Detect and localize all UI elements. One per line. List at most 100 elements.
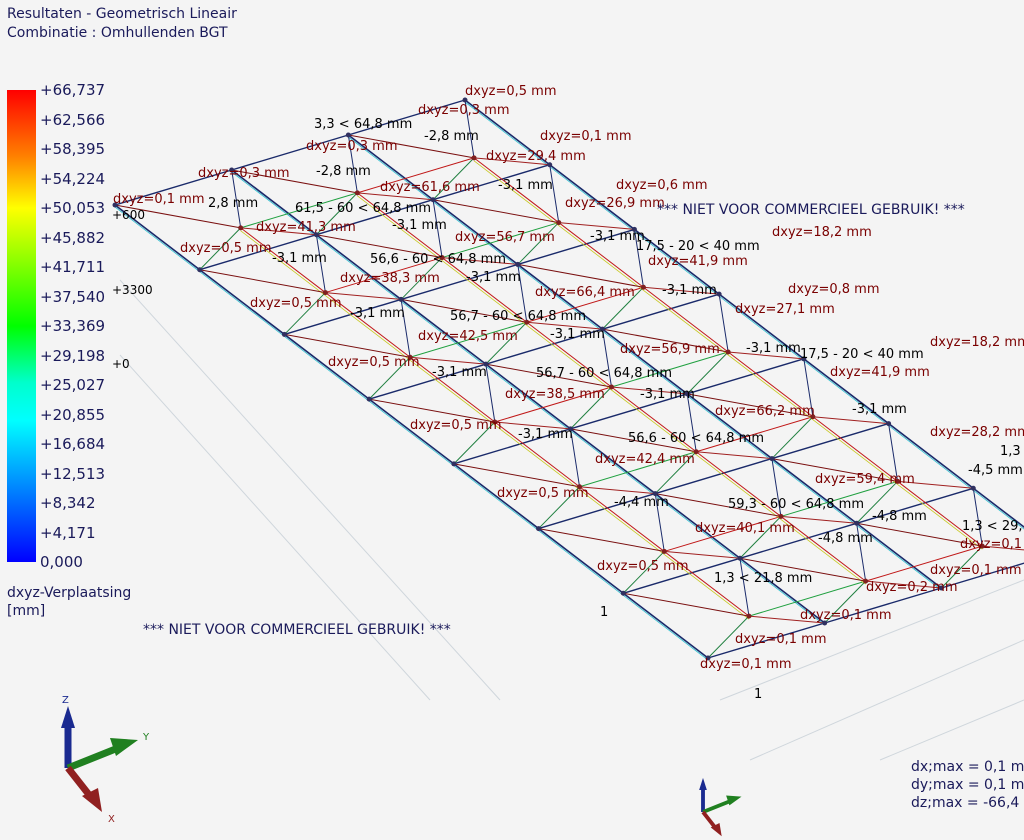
diagonal-member[interactable] [369,398,495,423]
bottom-chord-member[interactable] [973,489,1024,555]
bottom-chord-member[interactable] [771,457,858,524]
node[interactable] [568,426,574,432]
top-chord-member[interactable] [240,227,326,293]
node[interactable] [547,162,553,168]
diagonal-member[interactable] [432,199,559,224]
diagonal-member[interactable] [570,428,581,487]
diagonal-member[interactable] [538,528,665,552]
node[interactable] [609,384,614,390]
node[interactable] [462,97,468,103]
node[interactable] [599,326,605,332]
node[interactable] [970,485,976,491]
diagonal-member[interactable] [316,192,358,236]
diagonal-member[interactable] [442,257,518,265]
bottom-chord-member[interactable] [570,428,656,495]
bottom-chord-member[interactable] [368,400,455,467]
diagonal-member[interactable] [464,99,475,158]
bottom-chord-member[interactable] [368,363,487,400]
bottom-chord-member[interactable] [686,395,773,461]
diagonal-member[interactable] [856,523,867,582]
diagonal-member[interactable] [199,227,242,271]
bottom-chord-member[interactable] [347,134,434,201]
diagonal-member[interactable] [517,264,528,323]
node[interactable] [354,190,360,196]
node[interactable] [938,585,944,591]
node[interactable] [430,197,436,203]
top-chord-member[interactable] [494,386,612,423]
diagonal-member[interactable] [549,164,560,223]
top-chord-member[interactable] [897,481,983,547]
diagonal-member[interactable] [897,480,974,489]
bottom-chord-member[interactable] [707,622,825,659]
bottom-chord-member[interactable] [199,269,285,336]
diagonal-member[interactable] [654,493,665,552]
top-chord-member[interactable] [780,480,898,517]
bottom-chord-member[interactable] [718,295,805,362]
top-chord-member[interactable] [748,580,866,617]
top-chord-member[interactable] [409,356,496,423]
node[interactable] [661,548,667,554]
bottom-chord-member[interactable] [231,169,317,236]
node[interactable] [886,421,892,427]
bottom-chord-member[interactable] [538,492,656,530]
node[interactable] [631,226,637,232]
top-chord-member[interactable] [409,321,527,358]
diagonal-member[interactable] [453,463,580,488]
top-chord-member[interactable] [611,351,729,388]
bottom-chord-member[interactable] [114,169,232,206]
top-chord-member[interactable] [526,321,612,388]
node[interactable] [640,284,646,290]
top-chord-member[interactable] [664,554,750,620]
top-chord-member[interactable] [473,157,560,223]
diagonal-member[interactable] [611,386,688,395]
node[interactable] [725,349,731,355]
top-chord-member[interactable] [579,451,697,488]
top-chord-member[interactable] [494,421,580,488]
diagonal-member[interactable] [400,257,443,300]
bottom-chord-member[interactable] [283,333,370,400]
node[interactable] [281,331,287,337]
diagonal-member[interactable] [602,328,729,353]
bottom-chord-member[interactable] [654,492,741,559]
node[interactable] [854,520,860,526]
top-chord-member[interactable] [494,424,580,491]
diagonal-member[interactable] [473,157,550,166]
bottom-chord-member[interactable] [114,206,200,273]
bottom-chord-member[interactable] [231,171,317,238]
top-chord-member[interactable] [526,286,644,323]
top-chord-member[interactable] [240,230,326,296]
bottom-chord-member[interactable] [686,393,773,460]
diagonal-member[interactable] [655,493,782,517]
node[interactable] [345,132,351,138]
diagonal-member[interactable] [940,545,983,589]
node[interactable] [810,414,816,420]
diagonal-member[interactable] [199,269,326,294]
diagonal-member[interactable] [579,486,656,495]
bottom-chord-member[interactable] [972,487,1024,553]
diagonal-member[interactable] [739,558,750,617]
diagonal-member[interactable] [432,199,443,258]
bottom-chord-member[interactable] [824,587,942,624]
node[interactable] [366,396,372,402]
diagonal-member[interactable] [368,356,411,400]
top-chord-member[interactable] [325,257,443,294]
diagonal-member[interactable] [824,580,867,624]
node[interactable] [238,225,244,231]
node[interactable] [684,391,690,397]
bottom-chord-member[interactable] [432,201,519,267]
bottom-chord-member[interactable] [856,487,974,524]
bottom-chord-member[interactable] [941,553,1024,589]
diagonal-member[interactable] [601,329,612,388]
diagonal-member[interactable] [687,393,813,418]
diagonal-member[interactable] [623,592,750,617]
node[interactable] [979,543,985,549]
top-chord-member[interactable] [695,451,782,517]
bottom-chord-member[interactable] [284,336,370,402]
top-chord-member[interactable] [357,192,443,258]
node[interactable] [524,319,530,325]
diagonal-member[interactable] [517,222,560,265]
diagonal-member[interactable] [114,204,241,229]
top-chord-member[interactable] [558,222,644,288]
top-chord-member[interactable] [897,484,983,550]
bottom-chord-member[interactable] [231,134,349,171]
